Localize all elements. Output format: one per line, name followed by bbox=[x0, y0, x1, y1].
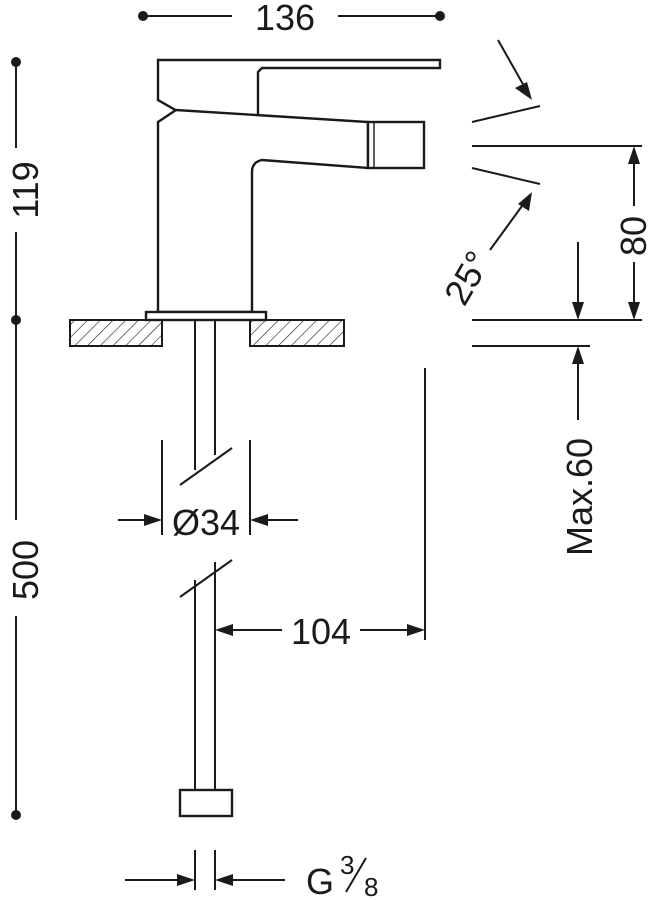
height-dimensions: 119 500 bbox=[5, 57, 46, 820]
width-dimension: 136 bbox=[138, 0, 445, 38]
hole-diameter-label: Ø34 bbox=[172, 502, 240, 543]
deck-right bbox=[249, 319, 345, 347]
thread-dimension: G 3 8 bbox=[125, 850, 378, 900]
dim-endpoint bbox=[11, 810, 21, 820]
width-label: 136 bbox=[255, 0, 315, 38]
supply-hose bbox=[178, 320, 234, 818]
deck-left bbox=[69, 319, 163, 347]
jet-height-label: 80 bbox=[613, 216, 654, 256]
aerator bbox=[366, 120, 426, 170]
hole-diameter-dimension: Ø34 bbox=[118, 440, 298, 543]
hose-length-label: 500 bbox=[5, 540, 46, 600]
inlet-offset-dimension: 104 bbox=[215, 368, 426, 652]
thread-numerator: 3 bbox=[340, 850, 354, 880]
jet-angle-label: 25° bbox=[436, 244, 499, 312]
jet-angle-dimension: 25° bbox=[436, 39, 541, 312]
hose-connector bbox=[178, 788, 234, 818]
lever-handle bbox=[156, 58, 442, 118]
dim-endpoint bbox=[11, 57, 21, 67]
body-height-label: 119 bbox=[5, 161, 46, 218]
spout-column bbox=[156, 108, 370, 314]
deck-thickness-dimension: Max.60 bbox=[472, 242, 600, 556]
dim-endpoint bbox=[11, 315, 21, 325]
jet-height-dimension: 80 bbox=[472, 145, 654, 321]
deck-thickness-label: Max.60 bbox=[559, 438, 600, 556]
thread-prefix: G bbox=[306, 861, 334, 900]
mounting-deck bbox=[69, 319, 345, 347]
tap-body bbox=[144, 58, 442, 322]
base-plate bbox=[144, 310, 268, 322]
inlet-offset-label: 104 bbox=[291, 611, 351, 652]
thread-denominator: 8 bbox=[364, 872, 378, 900]
